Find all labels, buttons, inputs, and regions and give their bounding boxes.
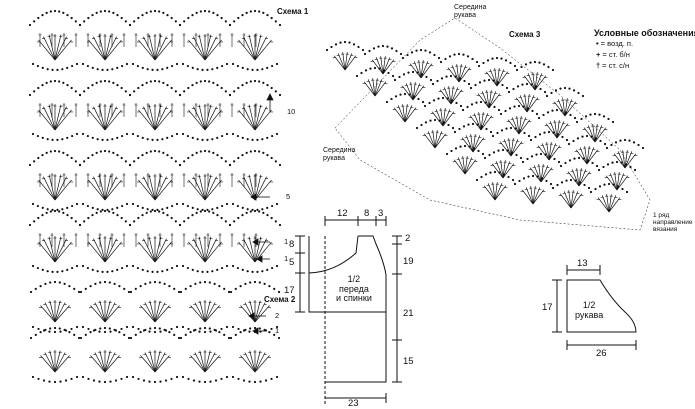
scheme-3-chart bbox=[325, 17, 651, 231]
legend-symbol: † bbox=[596, 61, 601, 70]
dim-right-2: 19 bbox=[403, 256, 414, 267]
legend-title: Условные обозначения: bbox=[594, 28, 695, 38]
scheme-2-chart bbox=[29, 280, 281, 384]
sleeve-pattern-label: 1/2 рукава bbox=[575, 300, 604, 320]
dim-left-2: 5 bbox=[289, 257, 295, 268]
legend-symbol: • bbox=[596, 39, 599, 48]
legend-item: •= возд. п. bbox=[596, 38, 695, 49]
legend-item: †= ст. с/н bbox=[596, 60, 695, 71]
sleeve-middle-left-label: Середина рукава bbox=[323, 147, 356, 162]
sleeve-pattern bbox=[552, 265, 637, 350]
legend-text: = ст. б/н bbox=[602, 50, 630, 59]
row-label-1b: 1 bbox=[284, 254, 289, 263]
legend-symbol: + bbox=[596, 50, 601, 59]
legend-items: •= возд. п.+= ст. б/н†= ст. с/н bbox=[594, 38, 695, 71]
scheme-2-title: Схема 2 bbox=[264, 295, 296, 304]
dim-left-1: 8 bbox=[289, 239, 295, 250]
dim-right-3: 21 bbox=[403, 308, 414, 319]
row-label-1a: 1 bbox=[284, 237, 289, 246]
legend-text: = ст. с/н bbox=[602, 61, 630, 70]
sleeve-dim-left: 17 bbox=[542, 302, 553, 313]
legend-item: += ст. б/н bbox=[596, 49, 695, 60]
sleeve-middle-top-label: Середина рукава bbox=[454, 4, 487, 19]
row-label-1: 1 bbox=[275, 326, 280, 335]
knitting-direction-label: 1 ряд направление вязания bbox=[653, 212, 693, 233]
dim-right-4: 15 bbox=[403, 356, 414, 367]
sleeve-dim-bottom: 26 bbox=[596, 348, 607, 359]
dim-top-c: 3 bbox=[378, 208, 384, 219]
row-label-10: 10 bbox=[287, 107, 296, 116]
dim-bottom: 23 bbox=[348, 398, 359, 409]
row-arrows bbox=[248, 93, 274, 335]
dim-top-b: 8 bbox=[364, 208, 370, 219]
body-pattern bbox=[295, 216, 402, 405]
scheme-3-title: Схема 3 bbox=[509, 30, 541, 39]
sleeve-dim-top: 13 bbox=[577, 258, 588, 269]
body-pattern-label: 1/2 переда и спинки bbox=[336, 274, 372, 303]
row-label-2: 2 bbox=[275, 311, 280, 320]
dim-right-1: 2 bbox=[405, 233, 411, 244]
scheme-1-title: Схема 1 bbox=[277, 7, 309, 16]
scheme-1-chart bbox=[28, 9, 282, 274]
legend-text: = возд. п. bbox=[600, 39, 634, 48]
dim-top-a: 12 bbox=[337, 208, 348, 219]
row-label-5: 5 bbox=[286, 192, 291, 201]
dim-left-3: 17 bbox=[284, 285, 295, 296]
legend: Условные обозначения: •= возд. п.+= ст. … bbox=[594, 28, 695, 71]
